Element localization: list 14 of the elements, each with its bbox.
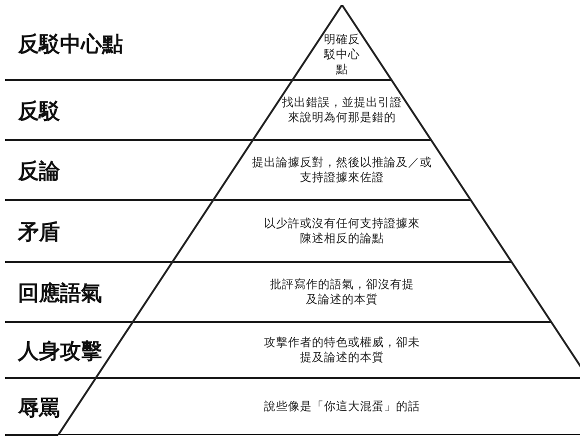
level-description: 提出論據反對，然後以推論及／或支持證據來佐證 [251,155,433,185]
level-description: 說些像是「你這大混蛋」的話 [263,399,421,414]
level-heading: 反駁 [18,98,60,125]
level-description: 以少許或沒有任何支持證據來陳述相反的論點 [263,216,421,246]
level-description: 批評寫作的語氣，卻沒有提及論述的本質 [269,277,415,307]
level-heading: 回應語氣 [18,280,102,307]
level-description: 找出錯誤，並提出引證來說明為何那是錯的 [281,95,403,125]
level-heading: 辱罵 [18,394,60,422]
level-heading: 反論 [18,158,60,185]
level-heading: 反駁中心點 [18,30,123,58]
level-description: 攻擊作者的特色或權威，卻未提及論述的本質 [263,335,421,365]
level-heading: 矛盾 [18,219,60,246]
level-description: 明確反駁中心點 [322,32,361,77]
level-heading: 人身攻擊 [18,338,102,365]
